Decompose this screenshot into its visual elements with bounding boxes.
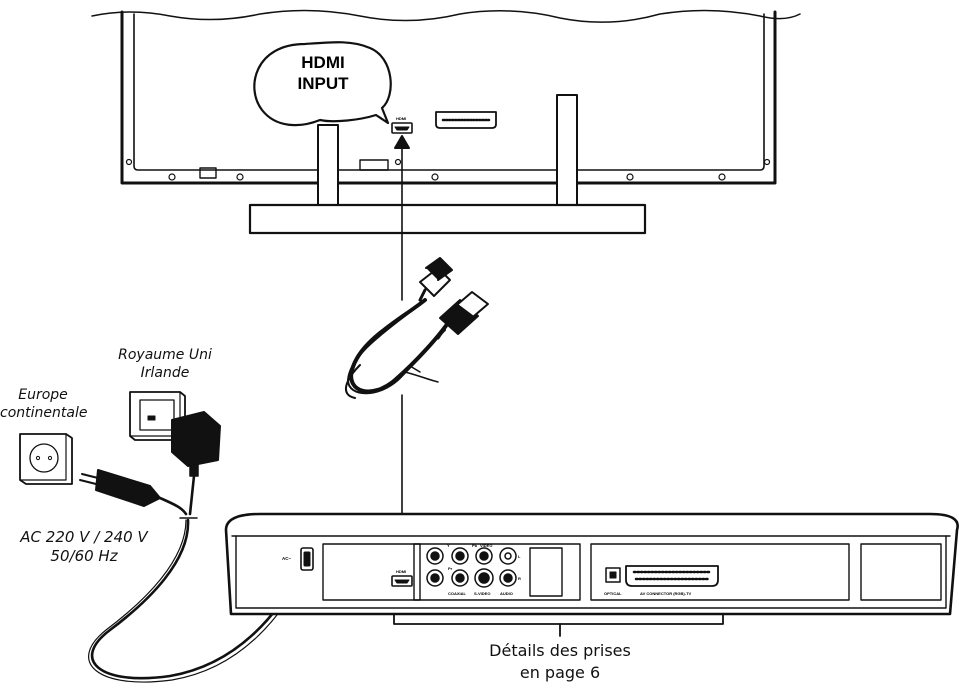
tv-rear-panel	[91, 9, 801, 185]
eu-plug-label: Europe continentale	[0, 386, 88, 422]
hdmi-cable-path	[394, 135, 410, 570]
player-scart-port	[625, 565, 719, 587]
bubble-line-1: HDMI	[301, 53, 345, 72]
hdmi-input-bubble	[253, 41, 392, 127]
details-bracket	[393, 614, 724, 637]
hdmi-cable-coil	[345, 298, 452, 399]
uk-plug	[171, 411, 221, 477]
eu-wall-socket	[19, 433, 73, 485]
bubble-line-2: INPUT	[297, 74, 349, 93]
uk-label-line-1: Royaume Uni	[118, 347, 212, 363]
label-video: VIDEO	[480, 543, 492, 548]
power-line-2: 50/60 Hz	[50, 547, 118, 565]
label-audio: AUDIO	[500, 591, 513, 596]
printed-labels: HDMI AC~ HDMI Y Pr Pb VIDEO L R COAXIAL …	[282, 116, 692, 596]
caption-line-1: Détails des prises	[489, 641, 631, 660]
details-caption: Détails des prises en page 6	[460, 640, 660, 684]
uk-label-line-2: Irlande	[140, 365, 190, 381]
label-optical: OPTICAL	[604, 591, 622, 596]
label-svideo: S-VIDEO	[474, 591, 490, 596]
eu-label-line-2: continentale	[0, 405, 88, 421]
label-l: L	[518, 554, 521, 559]
hdmi-plug-bottom	[436, 291, 489, 340]
label-av-connector: AV CONNECTOR (RGB)-TV	[640, 591, 692, 596]
optical-port	[605, 567, 621, 583]
dvd-player-rear	[224, 512, 959, 616]
ac-inlet	[300, 547, 314, 571]
label-coaxial: COAXIAL	[448, 591, 467, 596]
tv-hdmi-label: HDMI	[396, 116, 406, 121]
uk-plug-label: Royaume Uni Irlande	[95, 346, 235, 382]
eu-plug	[79, 469, 161, 507]
label-pb: Pb	[472, 543, 478, 548]
bubble-text: HDMI INPUT	[268, 52, 378, 94]
player-hdmi-port	[391, 575, 413, 587]
tv-hdmi-port	[391, 122, 413, 134]
power-label: AC 220 V / 240 V 50/60 Hz	[4, 528, 164, 566]
power-line-1: AC 220 V / 240 V	[20, 528, 148, 546]
label-pr: Pr	[448, 566, 453, 571]
hdmi-plug-top	[418, 257, 453, 302]
rca-jacks	[426, 547, 517, 588]
player-hdmi-label: HDMI	[396, 569, 406, 574]
label-y: Y	[447, 543, 450, 548]
tv-scart-port	[435, 111, 497, 129]
ac-label: AC~	[282, 556, 291, 561]
caption-line-2: en page 6	[519, 663, 601, 682]
eu-label-line-1: Europe	[18, 387, 68, 403]
power-cord	[88, 474, 305, 683]
label-r: R	[518, 576, 521, 581]
tv-stand	[248, 94, 647, 235]
